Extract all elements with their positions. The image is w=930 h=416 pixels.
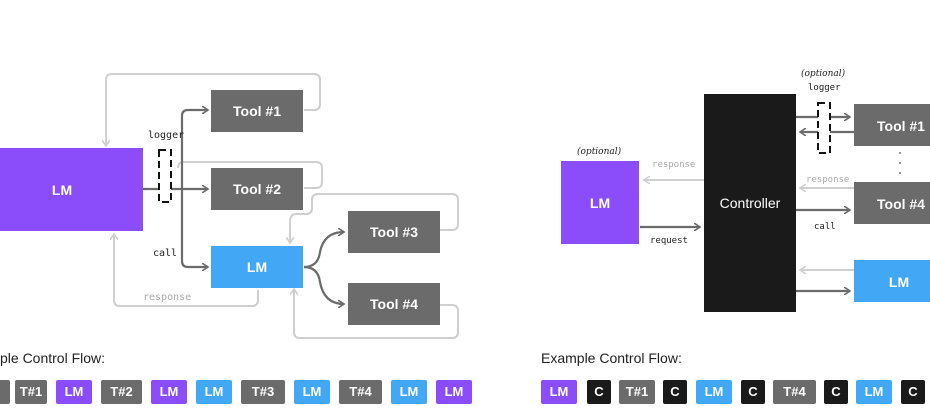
right-logger-label: logger: [808, 83, 841, 93]
sub-lm-box: [211, 246, 303, 288]
right-lm-box: [561, 161, 639, 244]
right-lm-optional: (optional): [577, 146, 622, 157]
left-seq-chip: [0, 380, 10, 404]
right-control-flow-label: Example Control Flow:: [541, 350, 682, 366]
sublm-to-tool4-arrow: [303, 265, 344, 304]
right-tool1-box: [854, 104, 930, 146]
hub-to-sublm-arrow: [180, 189, 208, 267]
left-seq-chip: T#4: [339, 380, 382, 404]
tool4-return-loop: [294, 289, 459, 339]
tool1-label: Tool #1: [233, 103, 281, 119]
right-seq-chip: C: [587, 380, 611, 404]
tool3-box: [348, 211, 440, 253]
left-seq-chip: LM: [151, 380, 187, 404]
ellipsis-dot: [899, 162, 901, 164]
right-seq-chip: C: [663, 380, 687, 404]
left-lm-label: LM: [52, 182, 72, 198]
left-control-flow-label: ple Control Flow:: [0, 350, 106, 366]
tool1-return-loop: [106, 73, 321, 146]
ellipsis-dot: [899, 152, 901, 154]
left-seq-chip: T#3: [241, 380, 285, 404]
right-seq-chip: C: [824, 380, 848, 404]
left-logger-label: logger: [148, 130, 184, 141]
tool2-label: Tool #2: [233, 181, 281, 197]
left-seq-chip: LM: [56, 380, 92, 404]
right-seq-chip: LM: [856, 380, 892, 404]
right-seq-chip: C: [741, 380, 765, 404]
sub-lm-label: LM: [247, 259, 267, 275]
tool2-return-loop: [177, 161, 323, 189]
ellipsis-dot: [899, 172, 901, 174]
left-lm-box: [0, 148, 143, 231]
left-seq-chip: LM: [391, 380, 427, 404]
right-seq-chip: C: [901, 380, 925, 404]
right-lm2-box: [854, 260, 930, 302]
right-response2-label: response: [806, 175, 849, 185]
hub-to-tool1-arrow: [180, 110, 208, 189]
right-logger-box: [817, 102, 831, 154]
right-logger-optional: (optional): [801, 68, 846, 79]
tool3-label: Tool #3: [370, 224, 418, 240]
left-response-label: response: [143, 292, 191, 303]
left-call-label: call: [153, 248, 177, 259]
right-lm2-label: LM: [889, 274, 909, 290]
left-seq-chip: LM: [196, 380, 232, 404]
right-seq-chip: LM: [696, 380, 732, 404]
right-seq-chip: LM: [541, 380, 577, 404]
sublm-to-tool3-arrow: [303, 232, 344, 269]
controller-box: [704, 94, 796, 312]
left-seq-chip: LM: [436, 380, 472, 404]
right-seq-chip: T#4: [773, 380, 816, 404]
left-logger-box: [158, 149, 172, 203]
left-seq-chip: T#1: [15, 380, 47, 404]
right-tool4-box: [854, 182, 930, 224]
tool3-return-loop: [290, 193, 459, 243]
tool4-box: [348, 283, 440, 325]
right-response-label: response: [652, 160, 695, 170]
response-arrow: [114, 234, 259, 307]
tool1-box: [211, 90, 303, 132]
right-request-label: request: [650, 236, 688, 246]
left-seq-chip: LM: [294, 380, 330, 404]
right-seq-chip: T#1: [619, 380, 655, 404]
right-lm-label: LM: [590, 195, 610, 211]
right-tool1-label: Tool #1: [877, 118, 925, 134]
tool2-box: [211, 168, 303, 210]
tool4-label: Tool #4: [370, 296, 418, 312]
right-call-label: call: [814, 222, 836, 232]
right-tool4-label: Tool #4: [877, 196, 925, 212]
left-seq-chip: T#2: [101, 380, 142, 404]
controller-label: Controller: [720, 195, 781, 211]
